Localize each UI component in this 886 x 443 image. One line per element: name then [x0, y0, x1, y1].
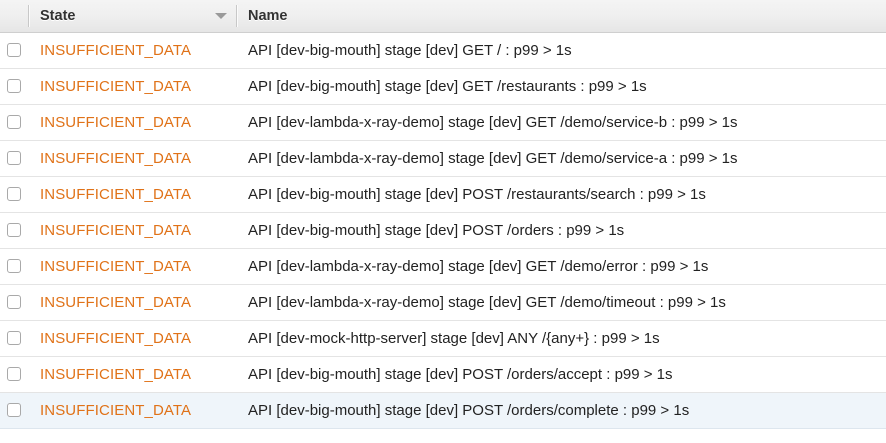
- row-select-cell[interactable]: [0, 32, 28, 69]
- row-select-cell[interactable]: [0, 140, 28, 177]
- status-badge: INSUFFICIENT_DATA: [28, 104, 236, 141]
- alarm-name-cell: API [dev-mock-http-server] stage [dev] A…: [236, 320, 886, 357]
- checkbox-icon[interactable]: [7, 259, 21, 274]
- status-badge: INSUFFICIENT_DATA: [28, 392, 236, 429]
- row-select-cell[interactable]: [0, 176, 28, 213]
- alarm-name-cell: API [dev-lambda-x-ray-demo] stage [dev] …: [236, 248, 886, 285]
- row-select-cell[interactable]: [0, 356, 28, 393]
- row-select-cell[interactable]: [0, 212, 28, 249]
- checkbox-icon[interactable]: [7, 295, 21, 310]
- alarm-name-cell: API [dev-lambda-x-ray-demo] stage [dev] …: [236, 104, 886, 141]
- table-header-row: State Name: [0, 0, 886, 33]
- status-badge: INSUFFICIENT_DATA: [28, 320, 236, 357]
- column-header-name-label: Name: [248, 8, 288, 24]
- checkbox-icon[interactable]: [7, 43, 21, 58]
- row-select-cell[interactable]: [0, 68, 28, 105]
- alarm-name-cell: API [dev-big-mouth] stage [dev] POST /or…: [236, 212, 886, 249]
- checkbox-icon[interactable]: [7, 331, 21, 346]
- column-divider: [236, 5, 237, 27]
- caret-down-icon[interactable]: [215, 13, 227, 19]
- column-header-state[interactable]: State: [28, 0, 236, 33]
- checkbox-icon[interactable]: [7, 223, 21, 238]
- column-header-state-label: State: [40, 8, 76, 24]
- alarm-name-cell: API [dev-big-mouth] stage [dev] POST /or…: [236, 356, 886, 393]
- status-badge: INSUFFICIENT_DATA: [28, 176, 236, 213]
- row-select-cell[interactable]: [0, 104, 28, 141]
- column-header-name[interactable]: Name: [236, 0, 886, 33]
- checkbox-icon[interactable]: [7, 79, 21, 94]
- checkbox-icon[interactable]: [7, 367, 21, 382]
- status-badge: INSUFFICIENT_DATA: [28, 32, 236, 69]
- checkbox-icon[interactable]: [7, 115, 21, 130]
- row-select-cell[interactable]: [0, 248, 28, 285]
- checkbox-icon[interactable]: [7, 187, 21, 202]
- status-badge: INSUFFICIENT_DATA: [28, 140, 236, 177]
- alarm-name-cell: API [dev-big-mouth] stage [dev] GET /res…: [236, 68, 886, 105]
- row-select-cell[interactable]: [0, 392, 28, 429]
- column-header-select-all[interactable]: [0, 0, 28, 33]
- table-header: State Name: [0, 0, 886, 33]
- row-select-cell[interactable]: [0, 320, 28, 357]
- status-badge: INSUFFICIENT_DATA: [28, 68, 236, 105]
- alarm-name-cell: API [dev-lambda-x-ray-demo] stage [dev] …: [236, 140, 886, 177]
- alarm-name-cell: API [dev-big-mouth] stage [dev] POST /or…: [236, 392, 886, 429]
- column-divider: [28, 5, 29, 27]
- checkbox-icon[interactable]: [7, 403, 21, 418]
- status-badge: INSUFFICIENT_DATA: [28, 212, 236, 249]
- checkbox-icon[interactable]: [7, 151, 21, 166]
- alarm-name-cell: API [dev-big-mouth] stage [dev] POST /re…: [236, 176, 886, 213]
- status-badge: INSUFFICIENT_DATA: [28, 284, 236, 321]
- row-select-cell[interactable]: [0, 284, 28, 321]
- alarm-name-cell: API [dev-lambda-x-ray-demo] stage [dev] …: [236, 284, 886, 321]
- alarm-name-cell: API [dev-big-mouth] stage [dev] GET / : …: [236, 32, 886, 69]
- status-badge: INSUFFICIENT_DATA: [28, 248, 236, 285]
- status-badge: INSUFFICIENT_DATA: [28, 356, 236, 393]
